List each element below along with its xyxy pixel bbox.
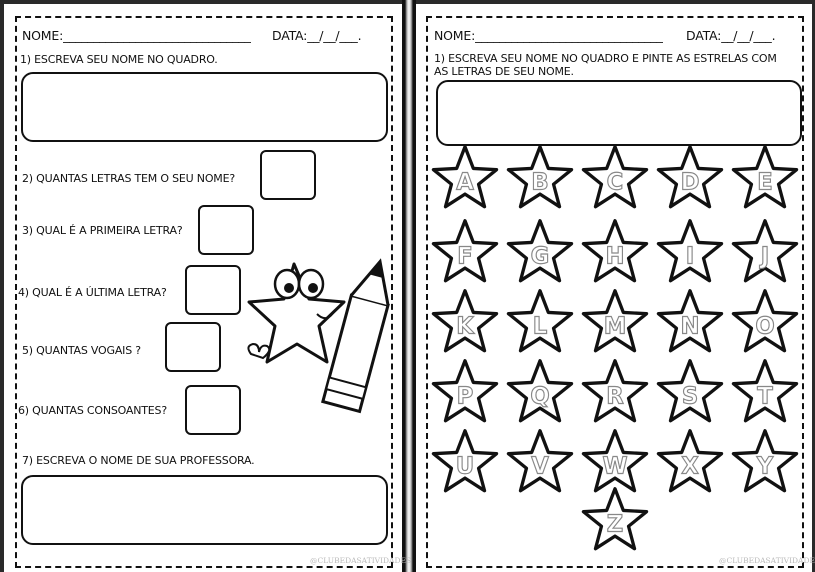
letter-star-p[interactable]: P	[427, 356, 503, 428]
teacher-name-box[interactable]	[21, 475, 388, 545]
letter-star-n[interactable]: N	[652, 286, 728, 358]
question-4: 4) QUAL É A ÚLTIMA LETRA?	[18, 286, 167, 299]
question-5: 5) QUANTAS VOGAIS ?	[22, 344, 141, 357]
letter-star-l[interactable]: L	[502, 286, 578, 358]
name-answer-box[interactable]	[21, 72, 388, 142]
letter-star-w[interactable]: W	[577, 426, 653, 498]
question-6: 6) QUANTAS CONSOANTES?	[18, 404, 167, 417]
instruction-line-2: AS LETRAS DE SEU NOME.	[434, 65, 574, 78]
letter-star-y[interactable]: Y	[727, 426, 803, 498]
letter-star-o[interactable]: O	[727, 286, 803, 358]
letter-star-x[interactable]: X	[652, 426, 728, 498]
letter-star-f[interactable]: F	[427, 216, 503, 288]
letters-count-box[interactable]	[260, 150, 316, 200]
question-1: 1) ESCREVA SEU NOME NO QUADRO.	[20, 53, 218, 66]
star-letter: X	[681, 453, 699, 479]
star-letter: P	[457, 383, 474, 409]
letter-star-m[interactable]: M	[577, 286, 653, 358]
star-letter: Z	[607, 511, 623, 537]
name-answer-box[interactable]	[436, 80, 802, 146]
star-letter: D	[681, 169, 700, 195]
star-letter: R	[606, 383, 624, 409]
letter-star-u[interactable]: U	[427, 426, 503, 498]
star-letter: A	[456, 169, 474, 195]
letter-star-i[interactable]: I	[652, 216, 728, 288]
star-letter: J	[759, 243, 769, 269]
star-letter: M	[604, 313, 627, 339]
letter-star-t[interactable]: T	[727, 356, 803, 428]
letter-star-b[interactable]: B	[502, 142, 578, 214]
star-letter: U	[456, 453, 474, 479]
letter-star-k[interactable]: K	[427, 286, 503, 358]
worksheet-right: NOME:_______________________________ DAT…	[416, 4, 815, 572]
watermark: @CLUBEDASATIVIDADES	[719, 556, 815, 565]
watermark: @CLUBEDASATIVIDADES	[310, 556, 412, 565]
star-letter: S	[682, 383, 698, 409]
question-2: 2) QUANTAS LETRAS TEM O SEU NOME?	[22, 172, 235, 185]
letter-star-s[interactable]: S	[652, 356, 728, 428]
consonants-box[interactable]	[185, 385, 241, 435]
letter-star-c[interactable]: C	[577, 142, 653, 214]
letter-star-j[interactable]: J	[727, 216, 803, 288]
star-letter: E	[757, 169, 773, 195]
letter-star-h[interactable]: H	[577, 216, 653, 288]
star-pencil-illustration	[247, 258, 390, 414]
dashed-border	[426, 16, 804, 568]
date-field[interactable]: DATA:__/__/___.	[686, 28, 776, 43]
star-letter: Y	[756, 453, 774, 479]
first-letter-box[interactable]	[198, 205, 254, 255]
star-letter: W	[602, 453, 627, 479]
letter-star-g[interactable]: G	[502, 216, 578, 288]
star-letter: T	[757, 383, 773, 409]
worksheet-left: NOME:_______________________________ DAT…	[4, 4, 411, 572]
star-letter: N	[680, 313, 699, 339]
name-field[interactable]: NOME:_______________________________	[434, 28, 663, 43]
name-field[interactable]: NOME:_______________________________	[22, 28, 251, 43]
instruction-line-1: 1) ESCREVA SEU NOME NO QUADRO E PINTE AS…	[434, 52, 777, 65]
letter-star-e[interactable]: E	[727, 142, 803, 214]
star-letter: O	[755, 313, 774, 339]
last-letter-box[interactable]	[185, 265, 241, 315]
date-field[interactable]: DATA:__/__/___.	[272, 28, 362, 43]
star-letter: K	[456, 313, 475, 339]
letter-star-r[interactable]: R	[577, 356, 653, 428]
letter-star-q[interactable]: Q	[502, 356, 578, 428]
letter-star-v[interactable]: V	[502, 426, 578, 498]
dashed-border	[15, 16, 393, 568]
star-letter: V	[531, 453, 549, 479]
letter-star-z[interactable]: Z	[577, 484, 653, 556]
star-letter: H	[605, 243, 624, 269]
question-7: 7) ESCREVA O NOME DE SUA PROFESSORA.	[22, 454, 255, 467]
star-letter: F	[457, 243, 473, 269]
letter-star-d[interactable]: D	[652, 142, 728, 214]
star-letter: L	[533, 313, 547, 339]
star-letter: Q	[530, 383, 549, 409]
question-3: 3) QUAL É A PRIMEIRA LETRA?	[22, 224, 183, 237]
star-letter: B	[531, 169, 548, 195]
vowels-box[interactable]	[165, 322, 221, 372]
letter-star-a[interactable]: A	[427, 142, 503, 214]
page-separator	[402, 0, 416, 572]
star-letter: I	[686, 243, 694, 269]
star-letter: G	[531, 243, 550, 269]
star-letter: C	[607, 169, 624, 195]
